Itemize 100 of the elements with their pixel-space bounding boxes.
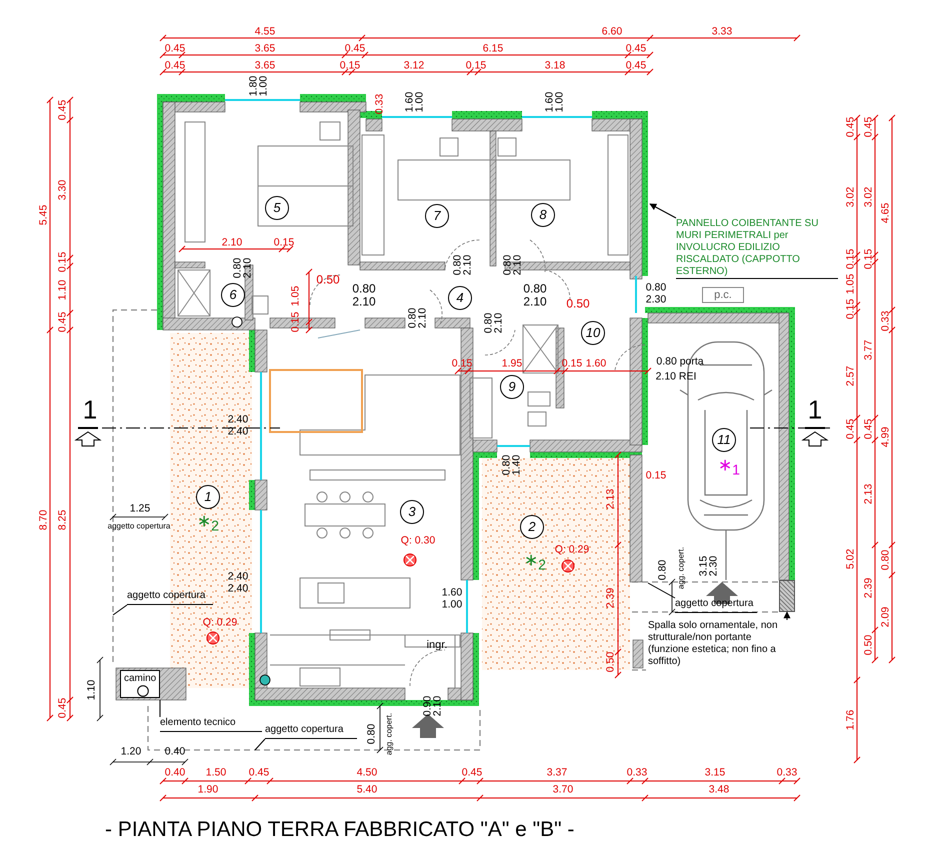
dimension-label: 2.40 [228, 414, 248, 426]
dimension-label: 0.40 [164, 768, 186, 778]
dimension-label: 0.80 [646, 282, 666, 294]
dimension-label: 3.30 [58, 180, 68, 200]
dimension-label: 2.30 [708, 556, 720, 576]
level-label: Q: 0.29 [202, 618, 238, 628]
dimension-label: 2.40 [228, 572, 248, 582]
dimension-label: 0.80 [484, 312, 494, 334]
dimension-label: 0.45 [58, 100, 68, 120]
dimension-label: 0.90 [422, 696, 434, 716]
dimension-label: 0.15 [58, 252, 68, 272]
dimension-label: 1.60 [404, 92, 416, 112]
dimension-label: 1.60 [586, 358, 606, 370]
dimension-label: 2.10 [462, 254, 474, 276]
dimension-label: 0.45 [864, 116, 874, 138]
dimension-label: 0.15 [562, 358, 582, 370]
dimension-label: 0.80 [366, 724, 378, 744]
dimension-label: 2.10 [494, 312, 504, 334]
room-number-circle: 9 [500, 375, 524, 399]
room-number-circle: 6 [221, 283, 245, 307]
note-text: Spalla solo ornamentale, non strutturale/non portante (funzione estetica; non fino a soffitto) [648, 620, 792, 668]
room-number-circle: 4 [448, 286, 472, 310]
dimension-label: 0.80 [352, 282, 376, 296]
dimension-label: 3.02 [846, 186, 856, 208]
dimension-label: 2.39 [864, 578, 874, 598]
leader-line [649, 204, 676, 218]
dimension-label: 4.65 [880, 202, 892, 224]
dimension-label: 2.30 [646, 294, 666, 306]
dimension-label: 3.65 [254, 44, 276, 54]
dimension-label: 2.10 [523, 296, 547, 308]
annotation-note: elemento tecnico [160, 717, 262, 732]
dimension-label: 0.15 [646, 470, 666, 482]
dimension-label: 0.80 [502, 454, 512, 476]
dimension-label: 3.77 [864, 340, 874, 360]
dimension-label: 0.15 [846, 248, 856, 270]
dimension-label: 5.40 [356, 784, 378, 796]
dimension-label: 0.15 [274, 238, 294, 248]
dimension-label: 1.05 [846, 274, 856, 294]
dimension-label: 1.00 [554, 92, 566, 112]
room-number-circle: 5 [265, 196, 289, 220]
dimension-label: 3.15 [704, 768, 726, 778]
dimension-label: 1.25 [130, 504, 150, 514]
dimension-label: 3.33 [712, 26, 732, 38]
annotation-note: aggetto copertura [265, 724, 357, 739]
dimension-label: 4.55 [254, 26, 276, 38]
dimension-label: 0.15 [290, 312, 302, 332]
dimension-label: 0.45 [58, 312, 68, 332]
dimension-label: 0.45 [864, 418, 874, 440]
dimension-label: 6.15 [482, 44, 504, 54]
dimension-label: 0.50 [316, 274, 340, 286]
dimension-label: 3.18 [544, 60, 566, 72]
dimension-label: 3.37 [546, 768, 568, 778]
dimension-label: 1.40 [512, 454, 522, 476]
room-number-circle: 3 [400, 500, 424, 524]
dimension-label: 2.57 [846, 366, 856, 386]
dimension-label: 1.60 [544, 92, 556, 112]
dimension-label: 3.48 [708, 784, 730, 796]
dimension-label: 2.40 [228, 584, 248, 594]
room-number-circle: 8 [531, 203, 555, 227]
note-label: aggetto copertura [108, 522, 170, 530]
fireplace-box [120, 670, 160, 698]
dimension-label: 1.90 [198, 784, 218, 796]
dimension-label: 0.50 [864, 634, 874, 656]
dimension-label: 1.05 [290, 286, 302, 306]
dimension-label: 0.80 [408, 308, 418, 328]
dimension-label: 2.10 [432, 696, 444, 716]
dimension-label: 4.99 [880, 426, 892, 448]
dimension-label: 1.60 [442, 588, 462, 598]
fireplace-label: camino [124, 673, 156, 684]
dimension-label: 0.15 [340, 60, 360, 72]
dimension-label: 8.70 [38, 510, 50, 530]
dimension-label: 0.15 [466, 60, 486, 72]
dimension-label: 0.45 [344, 44, 366, 54]
room-number-circle: 7 [425, 204, 449, 228]
dimension-label: 5.45 [38, 204, 50, 226]
annotation-note: PANNELLO COIBENTANTE SU MURI PERIMETRALI per INVOLUCRO EDILIZIO RISCALDATO (CAPPOTTO ESTERNO) [676, 218, 838, 279]
dimension-label: 2.10 [222, 238, 242, 248]
annotation-note: aggetto copertura [675, 598, 757, 613]
dimension-label: 3.15 [698, 556, 710, 576]
dimension-label: 0.50 [606, 652, 616, 672]
dimension-label: 0.45 [846, 418, 856, 440]
dimension-label: 0.33 [880, 310, 892, 332]
dimension-label: 5.02 [846, 548, 856, 570]
dimension-label: 0.50 [566, 298, 590, 310]
dimension-label: 0.45 [164, 60, 186, 72]
annotation-note: aggetto copertura [127, 590, 213, 605]
dimension-label: 0.45 [164, 44, 186, 54]
dimension-label: 3.12 [404, 60, 424, 72]
dimension-label: 0.33 [776, 768, 798, 778]
dimension-label: 3.70 [552, 784, 574, 796]
dimension-label: 0.33 [374, 94, 386, 114]
dimension-label: 2.09 [880, 606, 892, 628]
note-label: agg. copert. [676, 546, 686, 590]
dimension-label: 2.13 [606, 488, 616, 510]
section-label: 1 [808, 396, 822, 424]
note-label: agg. copert. [384, 712, 394, 756]
room-number-circle: 10 [581, 321, 605, 345]
dimension-label: 2.39 [606, 588, 616, 608]
dimension-label: 4.50 [356, 768, 378, 778]
dimension-label: 0.80 [523, 282, 547, 296]
